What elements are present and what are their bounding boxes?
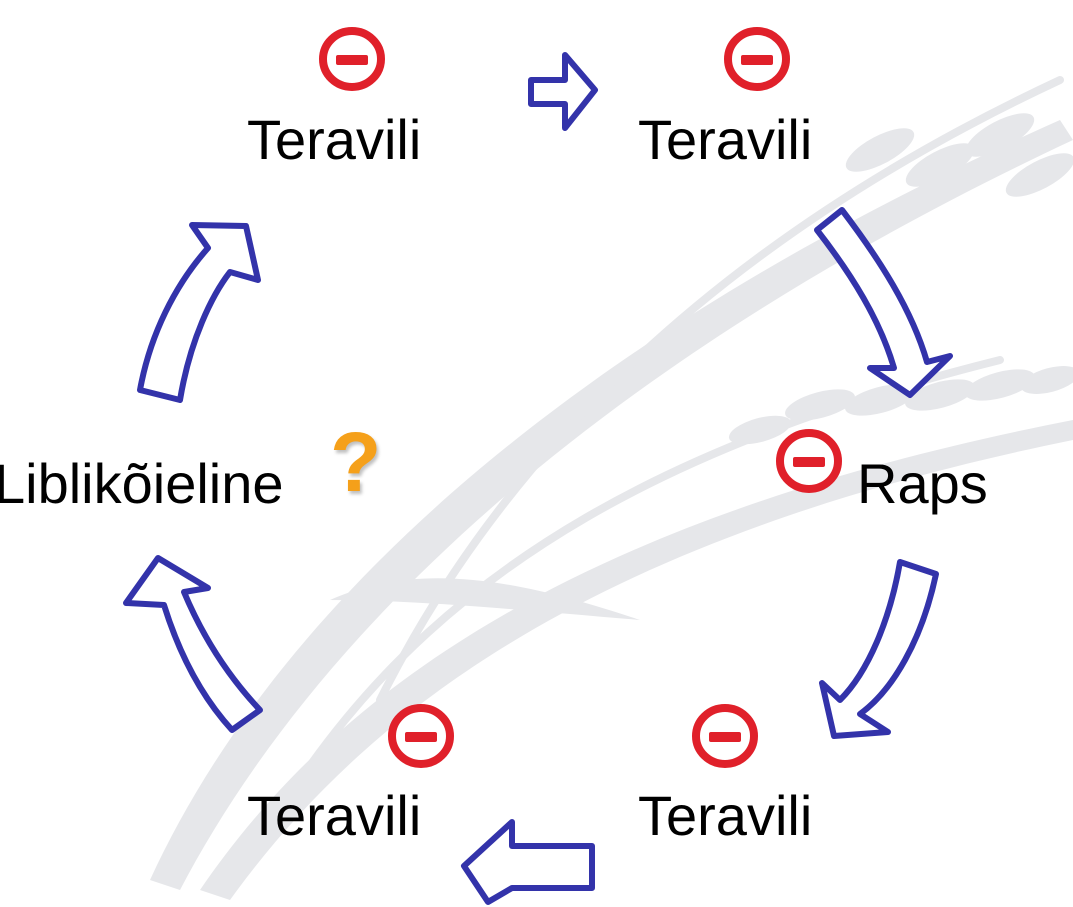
arrow-bottom-left-icon [461,819,595,905]
arrow-up-left-icon [123,555,263,733]
minus-circle-icon [776,429,842,493]
minus-circle-icon [388,704,454,768]
minus-circle-icon [692,704,758,768]
node-label-top-right: Teravili [638,108,813,171]
node-label-top-left: Teravili [247,108,422,171]
node-label-bottom-right: Teravili [638,784,813,847]
arrow-down-left-icon [819,559,939,739]
question-mark-icon: ? [330,415,382,509]
arrow-top-right-icon [528,52,598,131]
node-label-left: Liblikõieline [0,452,284,515]
node-label-bottom-left: Teravili [247,784,422,847]
minus-circle-icon [319,27,385,91]
node-label-right: Raps [857,452,988,515]
minus-circle-icon [724,27,790,91]
arrow-up-right-icon [137,222,261,403]
arrow-down-right-icon [814,207,953,398]
